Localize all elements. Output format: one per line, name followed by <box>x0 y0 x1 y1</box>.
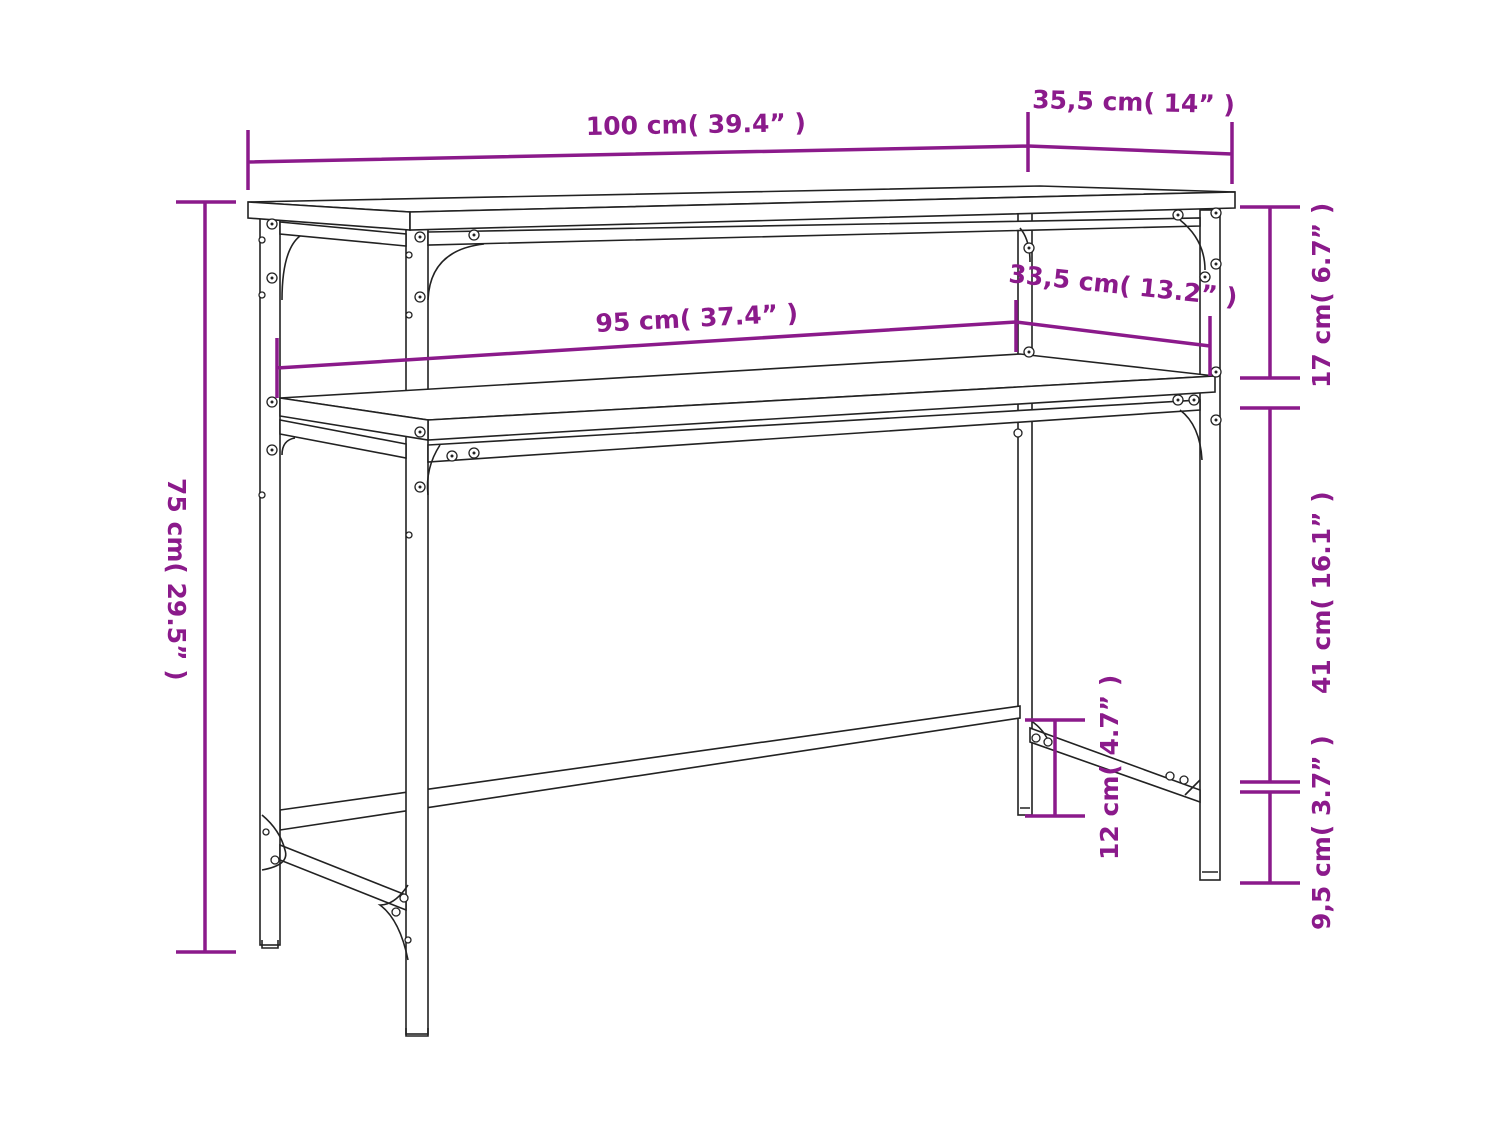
front-right-leg <box>405 227 429 1035</box>
front-left-bracket <box>427 243 485 301</box>
lower-long-stretcher <box>279 705 1021 831</box>
bolts <box>258 207 1222 539</box>
front-upper-rail <box>427 217 1201 246</box>
shelf-gap-label: 41 cm( 16.1” ) <box>1307 491 1336 694</box>
front-right-bracket <box>1179 219 1206 271</box>
dimension-labels: 100 cm( 39.4” ) 35,5 cm( 14” ) 75 cm( 29… <box>162 85 1336 930</box>
inner-width-dimension-line <box>275 300 1018 398</box>
width-label: 100 cm( 39.4” ) <box>586 108 807 141</box>
top-gap-dimension-line <box>1240 205 1300 380</box>
back-left-leg <box>1017 209 1033 816</box>
front-left-outer-leg <box>259 214 281 946</box>
shelf-gap-dimension-line <box>1240 406 1300 784</box>
front-shelf-rail <box>427 399 1201 463</box>
back-right-leg <box>1199 209 1221 881</box>
bottom-clearance-dimension-line <box>1240 790 1300 885</box>
height-label: 75 cm( 29.5” ) <box>162 478 191 681</box>
table-drawing <box>247 185 1236 1037</box>
depth-dimension-line <box>1027 122 1234 184</box>
left-side-bracket <box>281 235 301 301</box>
inner-width-label: 95 cm( 37.4” ) <box>595 298 799 338</box>
stretcher-height-label: 12 cm( 4.7” ) <box>1095 675 1124 860</box>
depth-label: 35,5 cm( 14” ) <box>1032 85 1235 119</box>
left-upper-rail <box>279 221 407 247</box>
bottom-clearance-label: 9,5 cm( 3.7” ) <box>1307 735 1336 930</box>
left-shelf-rail <box>279 419 407 459</box>
top-gap-label: 17 cm( 6.7” ) <box>1307 203 1336 388</box>
stretcher-height-dimension-line <box>1025 718 1085 818</box>
left-side-stretcher <box>279 843 407 912</box>
height-dimension-line <box>176 200 236 954</box>
inner-depth-dimension-line <box>1015 316 1212 376</box>
dimension-lines <box>176 112 1300 954</box>
tabletop-front-edge <box>409 191 1236 231</box>
width-dimension-line <box>246 112 1030 190</box>
right-side-stretcher <box>1029 726 1201 804</box>
